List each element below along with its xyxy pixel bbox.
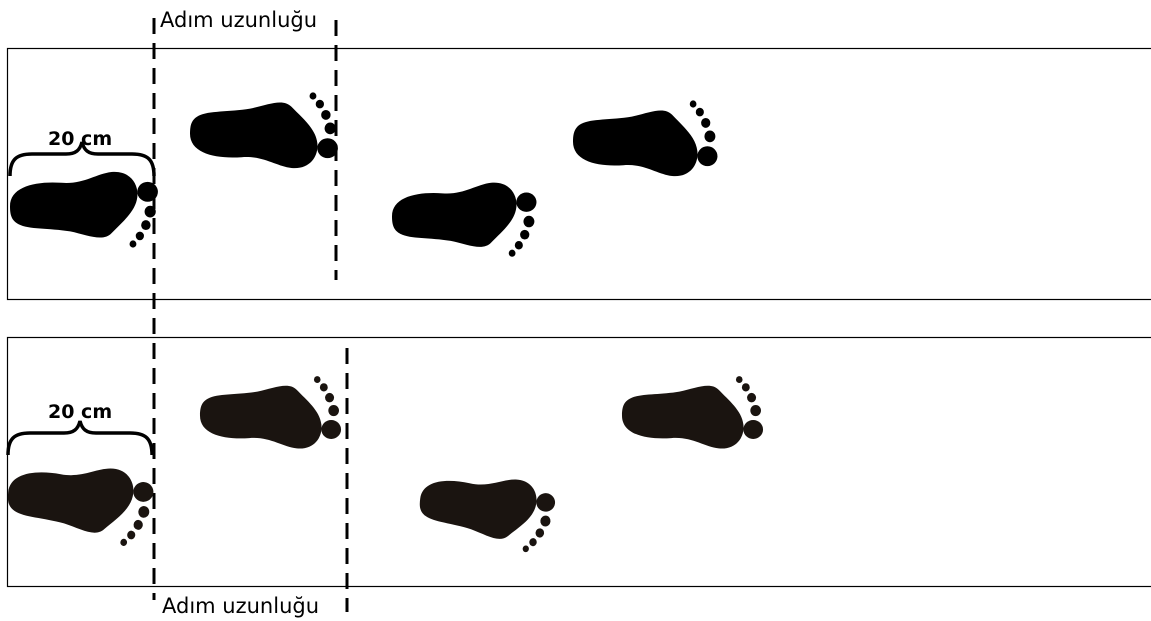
bottom-panel-frame — [8, 338, 1151, 587]
bottom-footprint-3 — [415, 467, 558, 556]
bottom-foot-size-label: 20 cm — [48, 401, 112, 423]
bottom-foot-size-brace — [8, 421, 152, 455]
top-footprint-3 — [392, 183, 536, 257]
top-panel-frame — [8, 49, 1151, 300]
top-step-length-label: Adım uzunluğu — [160, 8, 317, 32]
top-footprint-4 — [573, 100, 717, 176]
bottom-step-length-label: Adım uzunluğu — [162, 594, 319, 618]
top-footprint-1 — [10, 172, 158, 248]
bottom-footprint-1 — [4, 458, 156, 548]
bottom-footprint-2 — [200, 376, 341, 448]
top-footprint-2 — [190, 92, 338, 168]
bottom-footprint-4 — [622, 376, 763, 448]
top-foot-size-label: 20 cm — [48, 128, 112, 150]
